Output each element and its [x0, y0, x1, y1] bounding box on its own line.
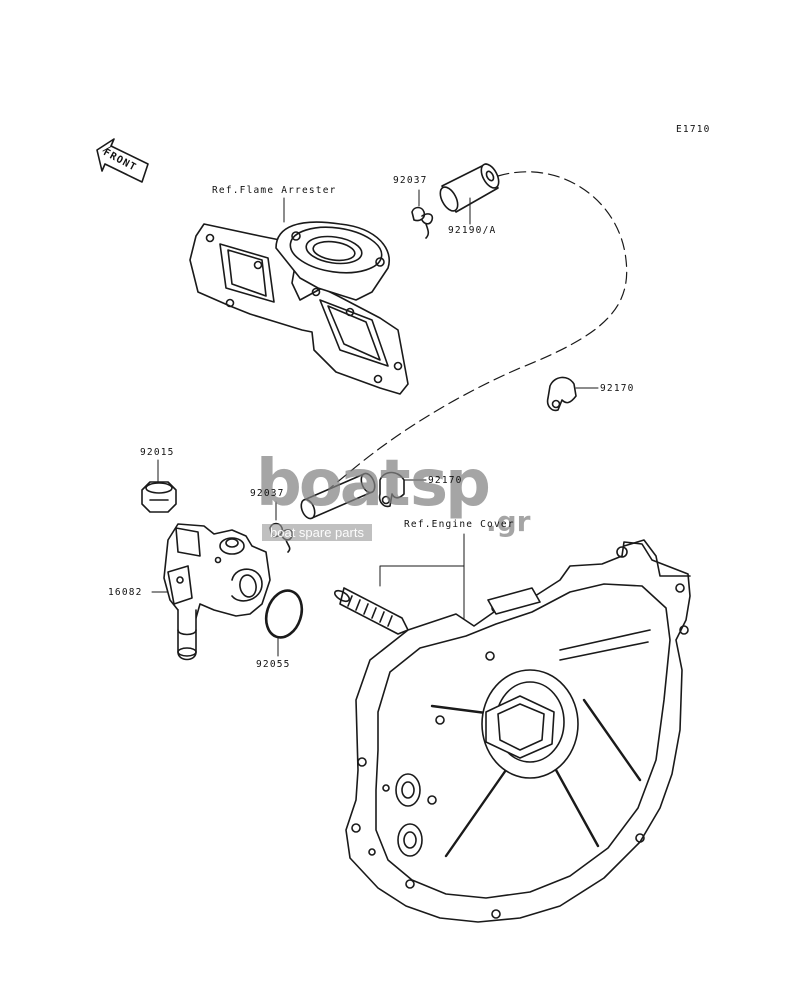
- clamp-92170-right: [546, 376, 599, 412]
- drawing-code: E1710: [676, 124, 711, 135]
- front-arrow-icon: [96, 138, 149, 183]
- part-number-92190a: 92190/A: [448, 225, 497, 236]
- ref-flame-arrester-label: Ref.Flame Arrester: [212, 185, 337, 196]
- part-number-92037-upper: 92037: [393, 175, 428, 186]
- part-number-92170-right: 92170: [600, 383, 635, 394]
- clamp-92170-center: [378, 471, 427, 508]
- engine-cover: [345, 539, 691, 923]
- valve-body-16082: [151, 523, 271, 661]
- part-number-92170-center: 92170: [428, 475, 463, 486]
- watermark-brand-right: sp: [410, 447, 491, 521]
- stud-bolt: [333, 587, 409, 635]
- hose-92190a: [439, 163, 500, 225]
- part-number-16082: 16082: [108, 587, 143, 598]
- o-ring-92055: [264, 589, 304, 657]
- part-number-92037-lower: 92037: [250, 488, 285, 499]
- hose-pipe-center: [300, 472, 376, 520]
- part-number-92055: 92055: [256, 659, 291, 670]
- ref-engine-cover-label: Ref.Engine Cover: [404, 519, 515, 530]
- watermark-tld: .gr: [486, 505, 531, 538]
- hose-route-dashed: [317, 171, 628, 499]
- part-number-92015: 92015: [140, 447, 175, 458]
- fitting-92015: [141, 459, 177, 513]
- clip-92037-upper: [411, 189, 434, 239]
- watermark-tagline: boat spare parts: [262, 524, 372, 541]
- watermark-brand-left: boat: [256, 447, 411, 521]
- flame-arrester-housing: [189, 221, 409, 395]
